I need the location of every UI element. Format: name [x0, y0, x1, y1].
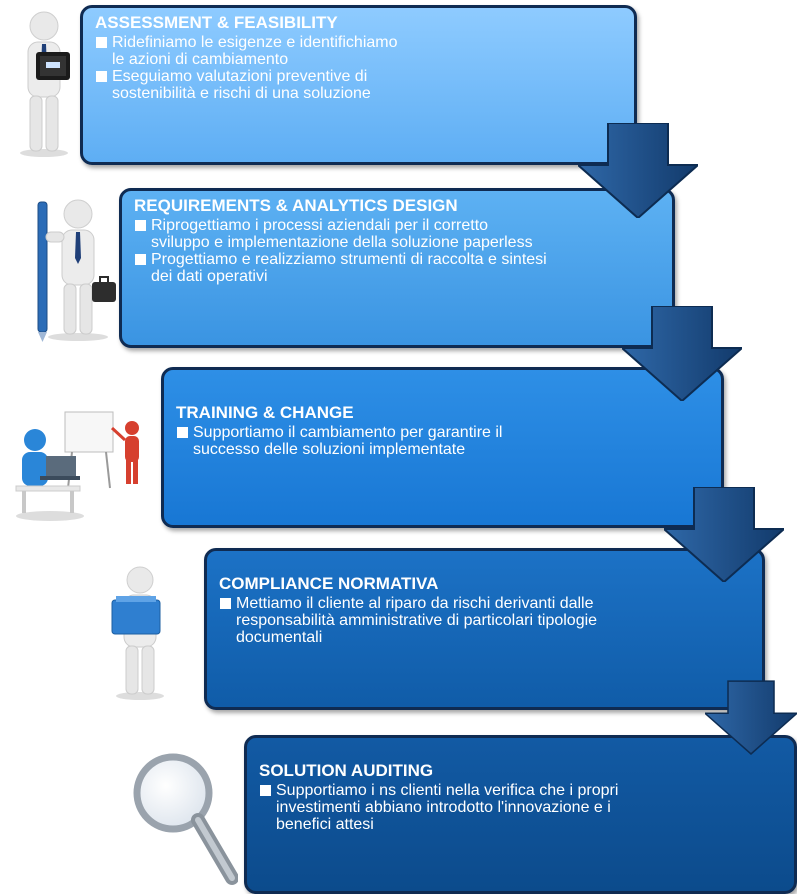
bullet-item: Progettiamo e realizziamo strumenti di r… — [134, 251, 551, 285]
step-title: REQUIREMENTS & ANALYTICS DESIGN — [134, 196, 458, 215]
bullet-item: Supportiamo i ns clienti nella verifica … — [259, 782, 646, 833]
down-arrow-icon — [622, 306, 742, 401]
figure-with-folder-icon — [111, 566, 164, 700]
step-auditing: SOLUTION AUDITING Supportiamo i ns clien… — [244, 735, 797, 894]
step-title: COMPLIANCE NORMATIVA — [219, 574, 439, 593]
step-bullets: Mettiamo il cliente al riparo da rischi … — [219, 595, 750, 646]
step-title: TRAINING & CHANGE — [176, 403, 354, 422]
down-arrow-icon — [664, 487, 784, 582]
bullet-item: Ridefiniamo le esigenze e identifichiamo… — [95, 34, 412, 68]
bullet-item: Mettiamo il cliente al riparo da rischi … — [219, 595, 616, 646]
step-title: ASSESSMENT & FEASIBILITY — [95, 13, 338, 32]
down-arrow-icon — [578, 123, 698, 218]
down-arrow-icon — [705, 680, 797, 755]
step-title: SOLUTION AUDITING — [259, 761, 434, 780]
step-requirements: REQUIREMENTS & ANALYTICS DESIGN Riproget… — [119, 188, 675, 348]
bullet-item: Eseguiamo valutazioni preventive di sost… — [95, 68, 442, 102]
step-training: TRAINING & CHANGE Supportiamo il cambiam… — [161, 367, 724, 528]
magnifying-glass-icon — [133, 753, 238, 885]
step-compliance: COMPLIANCE NORMATIVA Mettiamo il cliente… — [204, 548, 765, 710]
step-bullets: Riprogettiamo i processi aziendali per i… — [134, 217, 660, 285]
step-bullets: Supportiamo i ns clienti nella verifica … — [259, 782, 782, 833]
bullet-item: Supportiamo il cambiamento per garantire… — [176, 424, 553, 458]
step-bullets: Ridefiniamo le esigenze e identifichiamo… — [95, 34, 622, 102]
step-assessment: ASSESSMENT & FEASIBILITY Ridefiniamo le … — [80, 5, 637, 165]
bullet-item: Riprogettiamo i processi aziendali per i… — [134, 217, 541, 251]
training-presentation-icon — [15, 411, 139, 521]
step-bullets: Supportiamo il cambiamento per garantire… — [176, 424, 709, 458]
businessman-with-pen-and-briefcase-icon — [37, 199, 116, 342]
businessman-with-tablet-icon — [20, 11, 70, 157]
